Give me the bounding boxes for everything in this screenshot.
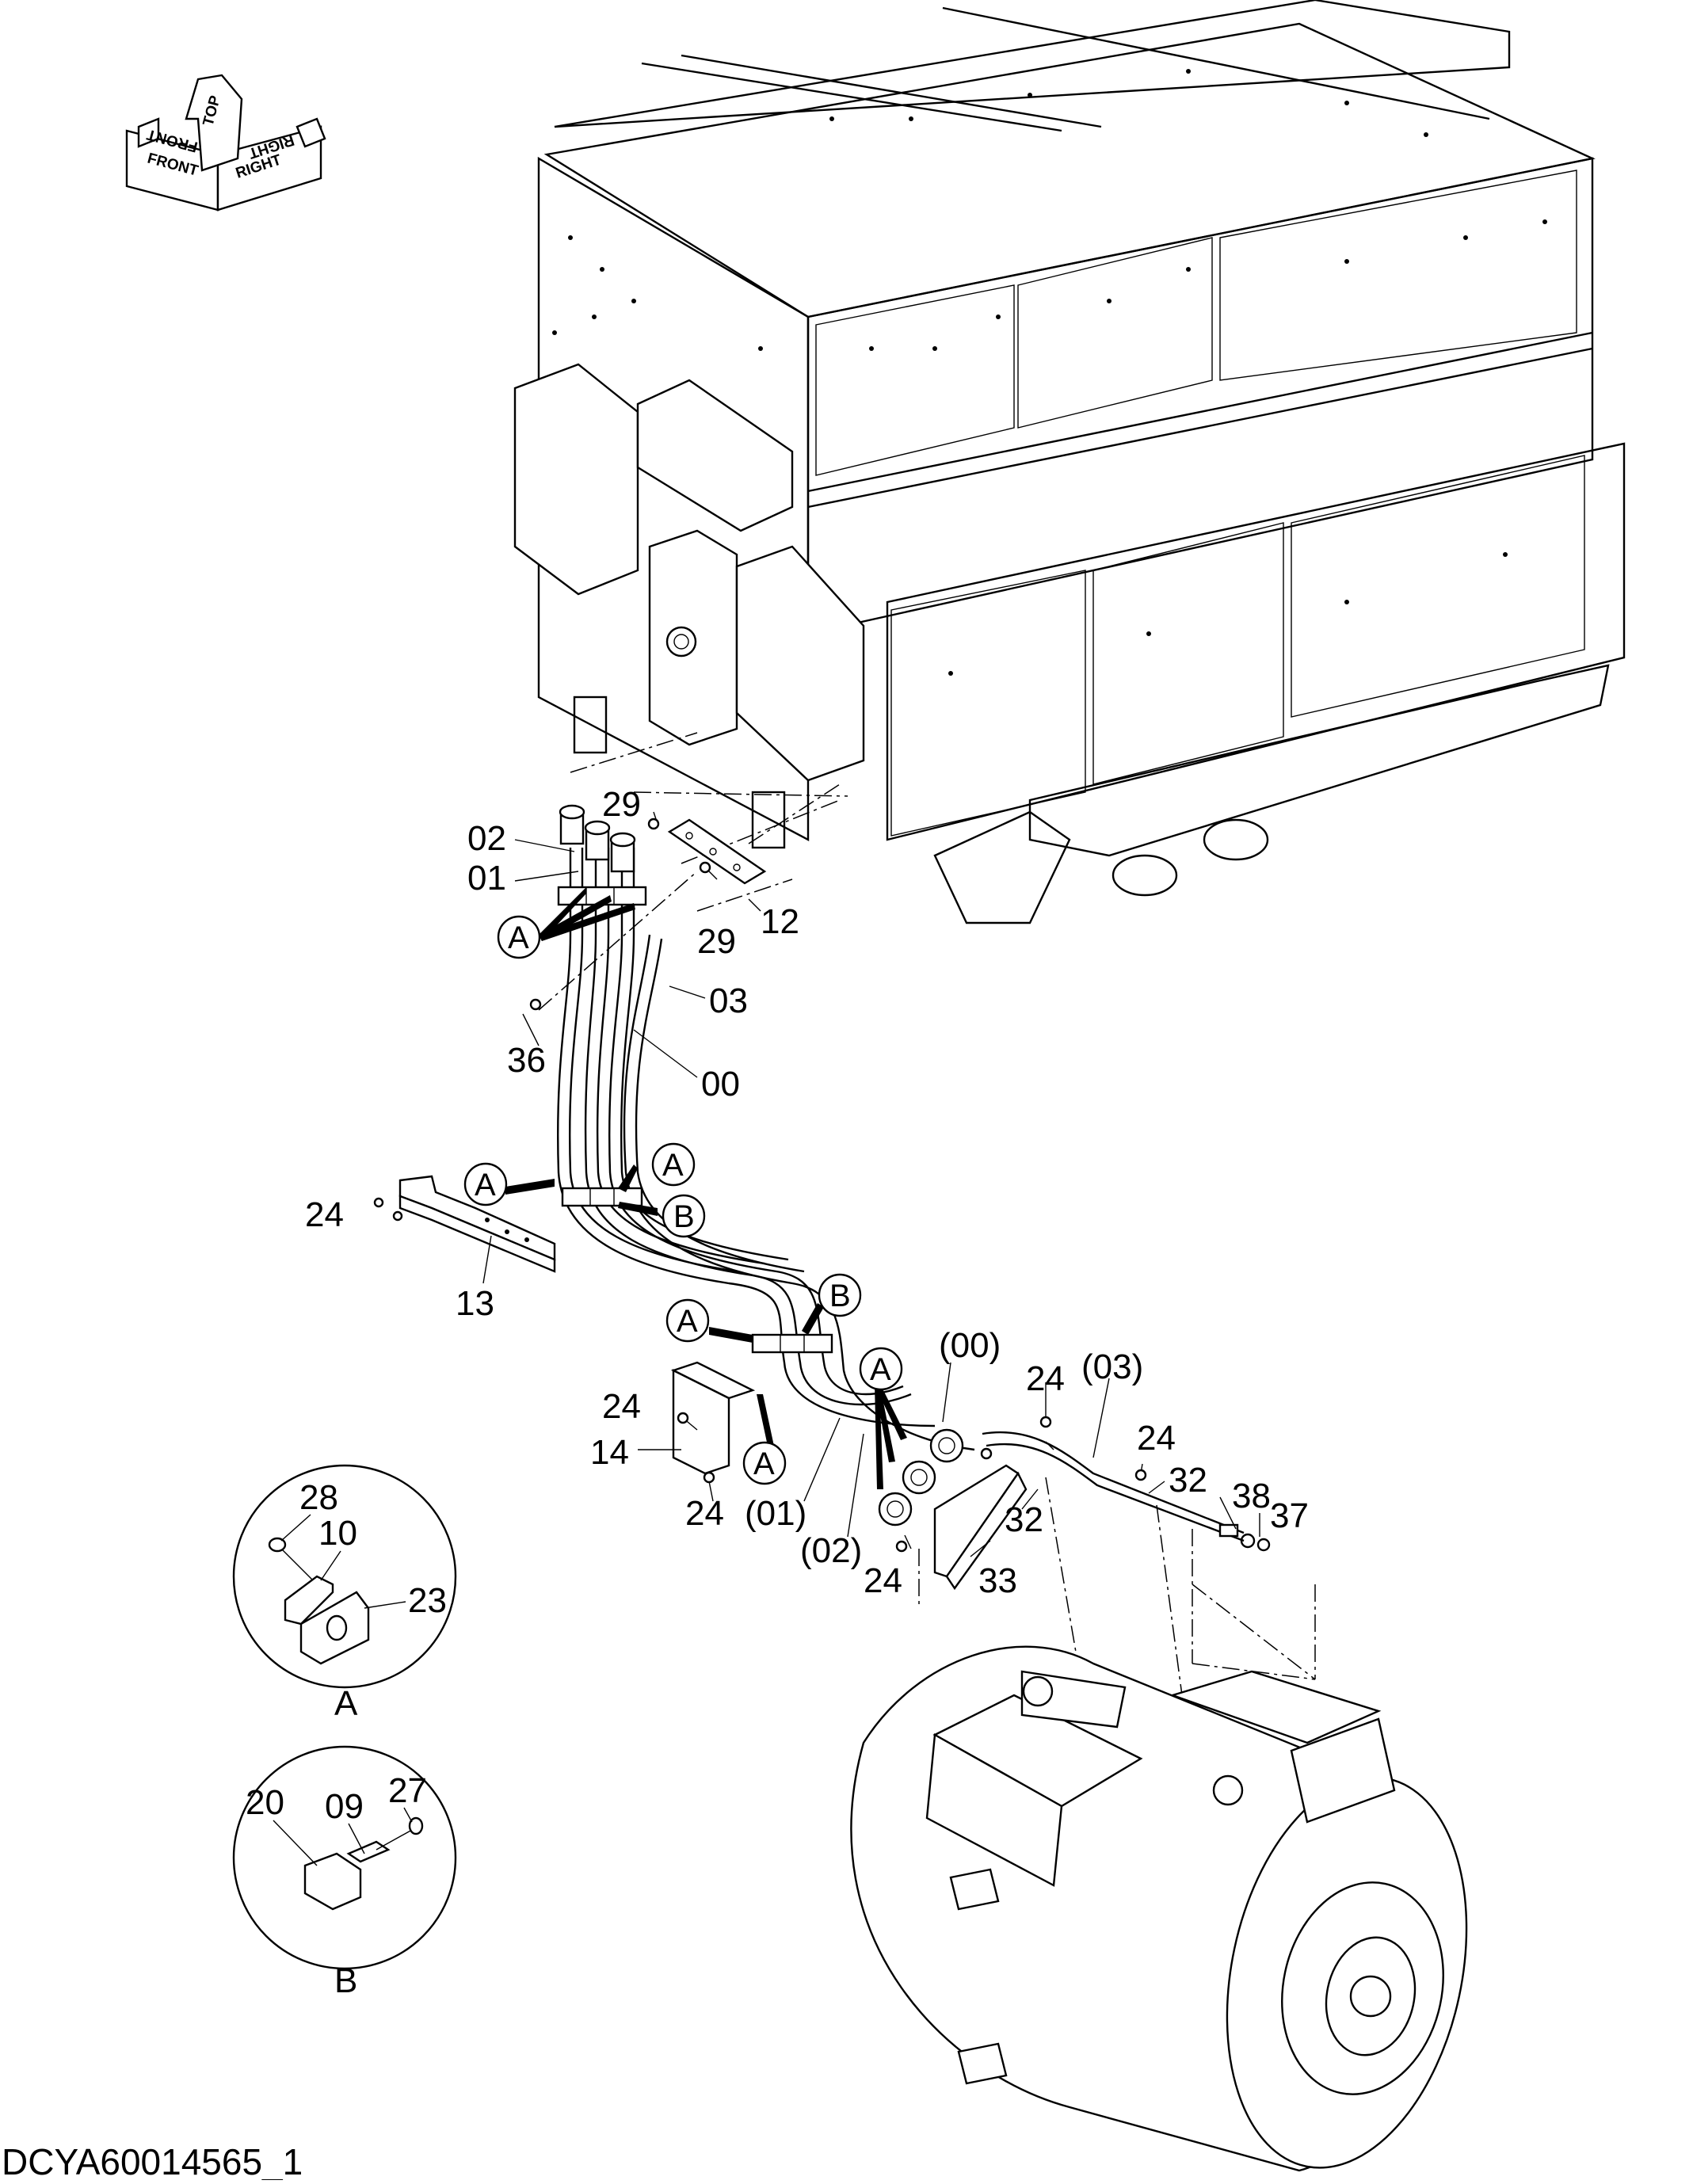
callout-labels: 02 01 29 12 29 03 36 00 24 13 24 14 24 (… [305,785,1309,1600]
callout-37: 37 [1270,1496,1309,1535]
callout-33: 33 [978,1561,1017,1600]
callout-24-upper-right: 24 [1026,1359,1065,1398]
callout-14: 14 [590,1433,629,1472]
view-marker-b1: B [662,1194,706,1238]
clamp-set-middle [561,1187,643,1207]
bracket-33 [933,1464,1028,1591]
detail-b-part-20: 20 [246,1783,284,1822]
cabinet-assembly [513,0,1626,924]
detail-a-label: A [334,1684,358,1723]
callout-paren-00: (00) [939,1326,1001,1365]
svg-text:A: A [662,1148,684,1183]
svg-text:B: B [829,1279,851,1313]
callout-29-lower: 29 [697,922,736,961]
callout-01: 01 [467,859,506,898]
callout-02: 02 [467,819,506,858]
view-marker-a4: A [665,1298,710,1343]
callout-36: 36 [507,1041,546,1080]
svg-text:B: B [673,1199,695,1234]
view-marker-a1: A [497,915,541,959]
svg-text:A: A [870,1352,891,1387]
callout-32-right: 32 [1169,1461,1207,1500]
callout-03: 03 [709,981,748,1020]
callout-38: 38 [1232,1477,1271,1515]
callout-24-lower: 24 [685,1494,724,1533]
callout-29-upper: 29 [602,785,641,824]
document-id: DCYA60014565_1 [2,2141,303,2180]
center-lines [538,732,1316,1823]
fasteners [373,818,1147,1553]
callout-12: 12 [761,902,799,941]
detail-a-part-28: 28 [299,1478,338,1517]
detail-view-b: 27 09 20 B [232,1745,457,2000]
view-marker-a6: A [859,1347,903,1391]
svg-text:A: A [475,1168,496,1203]
callout-24-far-right: 24 [1137,1419,1176,1458]
callout-24-bracket14: 24 [602,1387,641,1426]
svg-text:A: A [677,1304,698,1339]
motor-assembly [850,1645,1468,2172]
clamp-set-lower [751,1333,833,1354]
svg-text:A: A [508,920,529,955]
callout-13: 13 [456,1284,494,1323]
bracket-12 [667,818,767,885]
view-marker-a5: A [742,1441,787,1485]
view-marker-b2: B [818,1273,862,1317]
view-marker-a3: A [651,1142,696,1187]
callout-32-left: 32 [1005,1500,1043,1539]
bracket-14 [670,1361,756,1475]
callout-paren-03: (03) [1081,1347,1143,1386]
callout-24-left: 24 [305,1195,344,1234]
detail-b-label: B [334,1961,357,2000]
detail-b-part-27: 27 [388,1771,427,1810]
bracket-13 [398,1175,556,1273]
callout-00: 00 [701,1065,740,1103]
connector-group [878,1428,964,1527]
callout-paren-02: (02) [800,1531,862,1570]
detail-a-part-23: 23 [408,1581,447,1620]
view-marker-a2: A [463,1162,508,1206]
orientation-indicator: FRONT FRONT TOP RIGHT RIGHT [125,74,326,212]
view-marker-arrows [505,887,907,1489]
callout-24-bottom: 24 [864,1561,902,1600]
svg-text:A: A [753,1446,775,1481]
detail-a-part-10: 10 [318,1514,357,1553]
detail-b-part-09: 09 [325,1787,364,1826]
cable-bundle [556,804,1271,1552]
callout-paren-01: (01) [745,1494,806,1533]
detail-view-a: 28 10 23 A [232,1464,457,1723]
